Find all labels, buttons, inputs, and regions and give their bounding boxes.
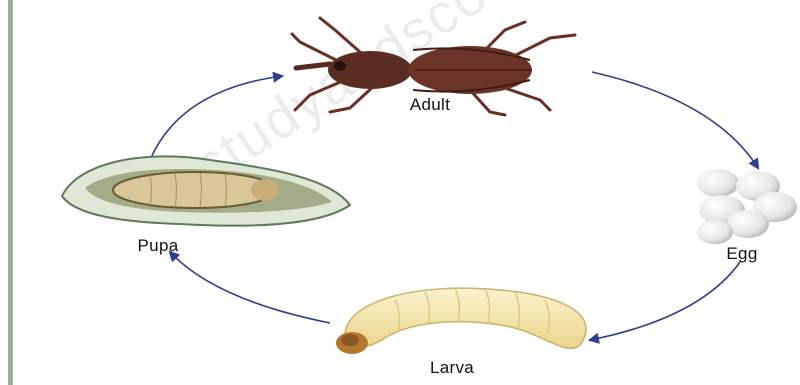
pupa-icon (62, 156, 350, 225)
arrow-pupa-to-adult (150, 76, 282, 160)
label-pupa: Pupa (138, 236, 179, 256)
label-adult: Adult (410, 95, 450, 115)
label-egg: Egg (726, 244, 757, 264)
label-larva: Larva (430, 358, 474, 378)
arrow-adult-to-egg (592, 72, 758, 168)
arrow-egg-to-larva (590, 262, 740, 340)
grub-icon (336, 288, 586, 354)
arrow-larva-to-pupa (170, 252, 330, 323)
eggs-icon (697, 169, 797, 244)
